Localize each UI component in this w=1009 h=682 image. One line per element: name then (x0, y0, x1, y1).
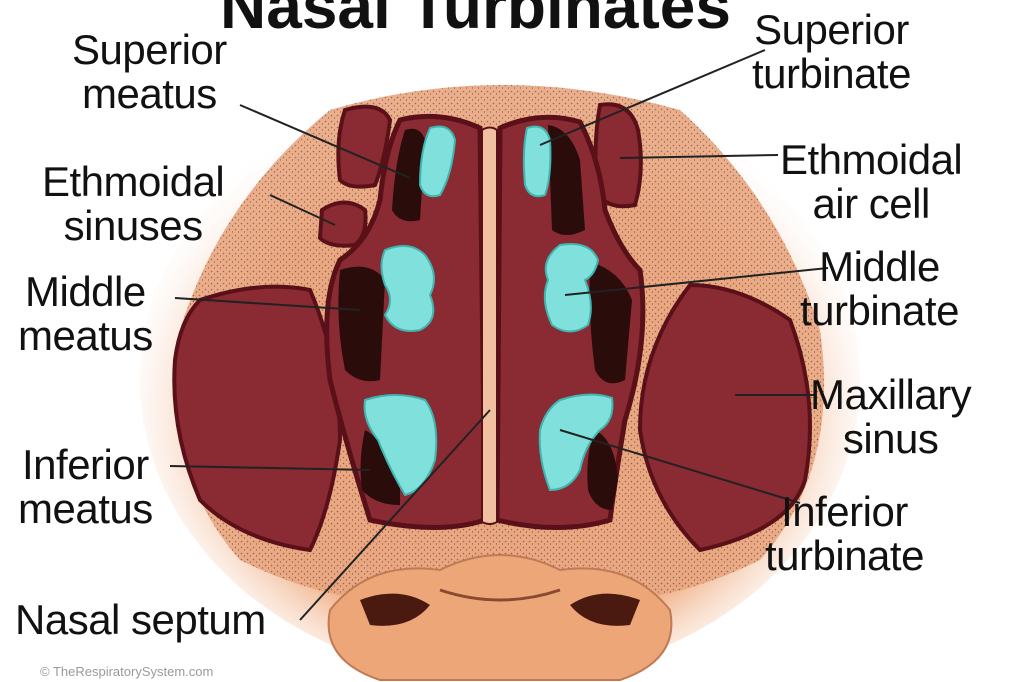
label-maxillary-sinus: Maxillary sinus (810, 373, 971, 461)
copyright-notice: © TheRespiratorySystem.com (40, 664, 213, 680)
left-middle-turbinate (382, 246, 435, 331)
label-ethmoidal-sinuses: Ethmoidal sinuses (42, 160, 224, 248)
label-nasal-septum: Nasal septum (15, 598, 266, 642)
label-superior-turbinate: Superior turbinate (752, 8, 911, 96)
label-inferior-meatus: Inferior meatus (18, 443, 153, 531)
diagram-title: Nasal Turbinates (220, 0, 731, 38)
label-middle-meatus: Middle meatus (18, 270, 153, 358)
nasal-septum-shape (482, 128, 497, 525)
left-middle-meatus-space (338, 267, 385, 382)
label-middle-turbinate: Middle turbinate (800, 245, 959, 333)
label-inferior-turbinate: Inferior turbinate (765, 490, 924, 578)
label-ethmoidal-air-cell: Ethmoidal air cell (780, 138, 962, 226)
label-superior-meatus: Superior meatus (72, 28, 227, 116)
left-ethmoidal-cell-lower (320, 203, 366, 246)
right-superior-turbinate (524, 127, 551, 197)
